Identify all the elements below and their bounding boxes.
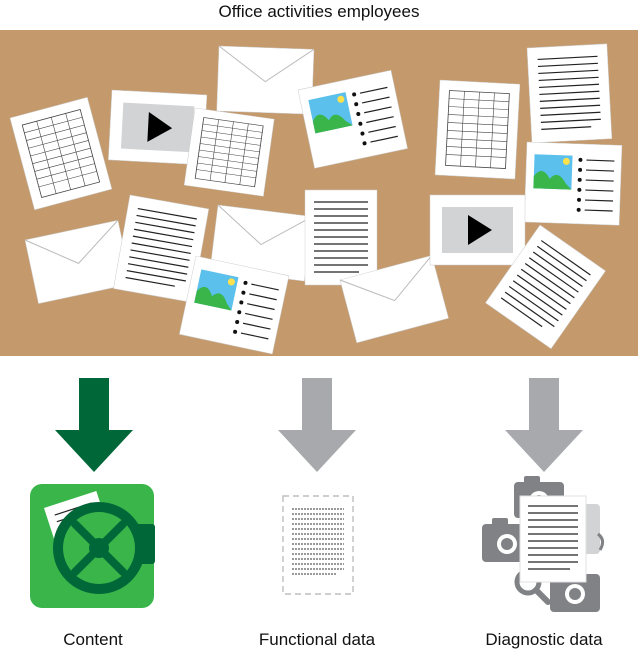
diagnostic-data-arrow <box>505 378 583 472</box>
image-document-icon <box>523 141 623 226</box>
faded-document-icon <box>282 495 354 595</box>
text-document-icon <box>304 189 378 286</box>
content-arrow <box>55 378 133 472</box>
text-document-icon <box>526 43 613 144</box>
diagram-title: Office activities employees <box>218 2 420 21</box>
diagnostic-data-label: Diagnostic data <box>485 630 603 649</box>
spreadsheet-icon <box>183 107 275 197</box>
vault-icon <box>30 484 155 608</box>
content-label: Content <box>63 630 123 649</box>
office-activities-board <box>0 30 638 356</box>
cameras-document-icon <box>482 476 605 612</box>
video-icon <box>429 194 526 266</box>
functional-data-arrow <box>278 378 356 472</box>
envelope-icon <box>216 45 315 115</box>
spreadsheet-icon <box>434 79 521 180</box>
functional-data-label: Functional data <box>258 630 376 649</box>
